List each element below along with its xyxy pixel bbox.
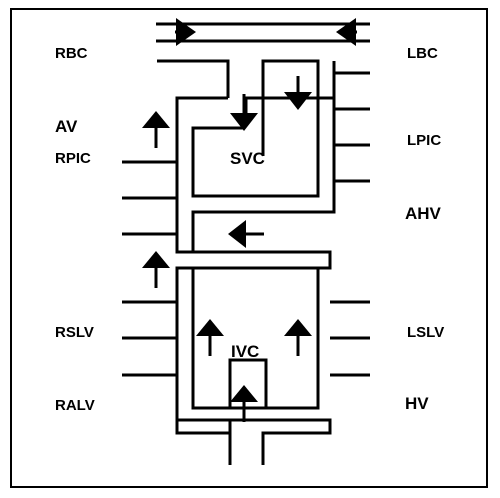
arrow-down-icon <box>230 113 258 131</box>
arrow-down-icon <box>284 92 312 110</box>
arrow-up-icon <box>284 319 312 336</box>
arrow-up-icon <box>196 319 224 336</box>
left-tributaries <box>330 71 370 377</box>
arrow-up-icon <box>230 385 258 402</box>
ivc-connector <box>175 420 230 435</box>
arrow-right-icon <box>176 18 196 46</box>
label-lslv: LSLV <box>407 324 445 341</box>
label-lbc: LBC <box>407 45 438 62</box>
label-rbc: RBC <box>55 45 88 62</box>
svc-outer-wall <box>175 96 332 465</box>
arrow-left-icon <box>336 18 356 46</box>
brachiocephalic-channel <box>156 22 370 43</box>
lbc-vein <box>244 61 336 113</box>
ivc-wall <box>191 268 320 410</box>
ivc-inner <box>228 358 268 408</box>
label-ivc: IVC <box>231 342 260 361</box>
arrow-up-icon <box>142 251 170 268</box>
diagram-frame <box>10 8 488 488</box>
label-rslv: RSLV <box>55 324 94 341</box>
ahv-channel <box>191 98 336 252</box>
label-av: AV <box>55 117 78 136</box>
svc-inner-wall <box>191 59 320 198</box>
rbc-vein <box>157 59 230 98</box>
label-hv: HV <box>405 394 429 413</box>
label-ahv: AHV <box>405 204 441 223</box>
arrow-up-icon <box>142 111 170 128</box>
right-tributaries <box>122 160 177 377</box>
label-ralv: RALV <box>55 397 95 414</box>
arrow-left-icon <box>228 220 246 248</box>
label-svc: SVC <box>230 149 265 168</box>
label-lpic: LPIC <box>407 132 442 149</box>
label-rpic: RPIC <box>55 150 91 167</box>
arrow-shafts <box>154 30 357 422</box>
